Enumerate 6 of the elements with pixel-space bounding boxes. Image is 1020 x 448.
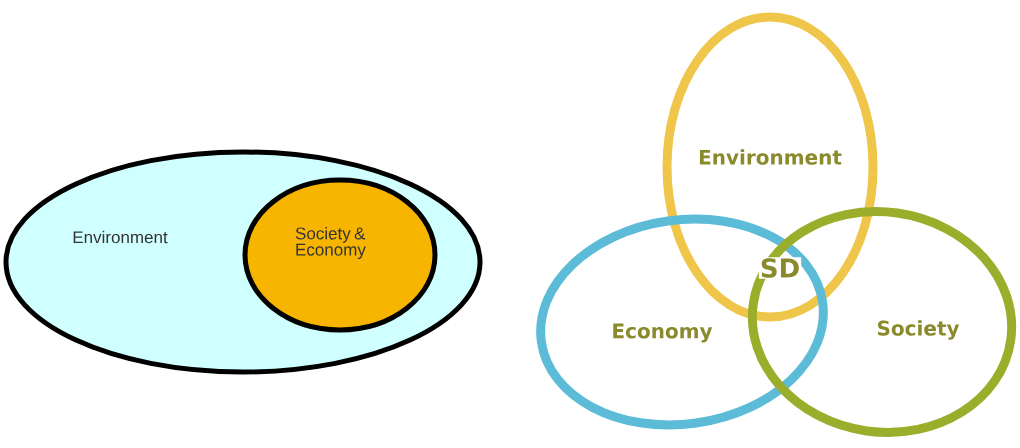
- node-text: Society & Economy: [295, 226, 366, 260]
- node-text: Society: [877, 320, 960, 340]
- node-text: Environment: [73, 230, 168, 244]
- node-text: Economy: [613, 323, 713, 343]
- node-text: Environment: [699, 149, 842, 165]
- intersection-label: SD: [758, 257, 802, 279]
